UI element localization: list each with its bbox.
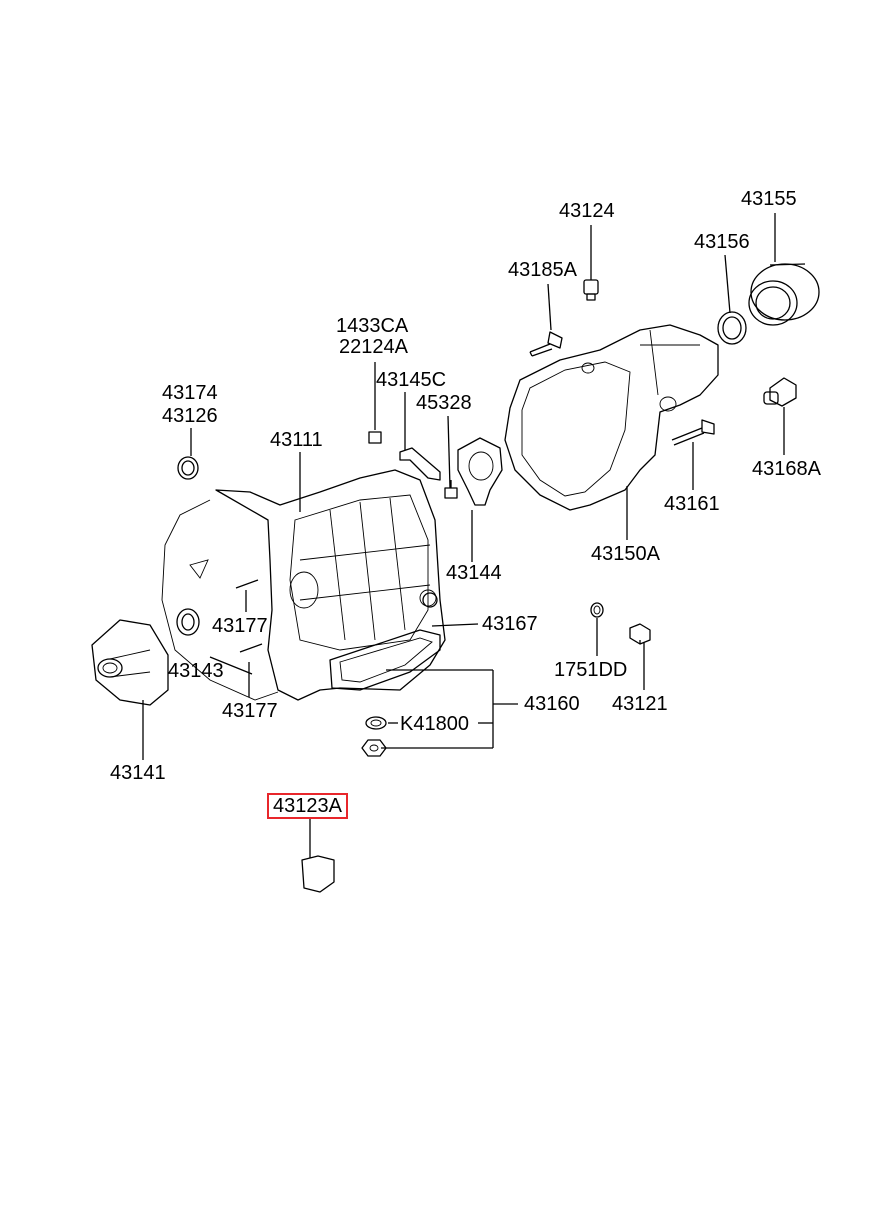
part-43124-plug	[583, 279, 599, 301]
label-43185A: 43185A	[508, 259, 577, 281]
part-43123A-clip	[301, 855, 335, 893]
part-43143-seal	[176, 608, 200, 636]
label-43174: 43174	[162, 382, 218, 404]
part-43156-ring	[717, 311, 747, 345]
part-43141-retainer	[91, 619, 169, 706]
label-43177-upper: 43177	[212, 615, 268, 637]
label-43168A: 43168A	[752, 458, 821, 480]
label-1751DD: 1751DD	[554, 659, 628, 681]
label-43121: 43121	[612, 693, 668, 715]
label-45328: 45328	[416, 392, 472, 414]
label-22124A: 22124A	[339, 336, 408, 358]
part-45328-bolt	[444, 480, 458, 499]
label-43167: 43167	[482, 613, 538, 635]
part-43121-bolt	[629, 623, 651, 645]
part-1751DD-washer	[590, 602, 604, 618]
part-43185A-bolt	[529, 331, 563, 357]
part-43167-plug	[422, 592, 438, 608]
part-43177-pin-lower	[239, 643, 263, 653]
label-43124: 43124	[559, 200, 615, 222]
part-43174-seal	[177, 456, 199, 480]
part-43168A-plug	[763, 377, 797, 407]
label-1433CA: 1433CA	[336, 315, 409, 337]
label-43150A: 43150A	[591, 543, 660, 565]
part-43161-bolt	[671, 419, 715, 446]
label-43111: 43111	[270, 429, 323, 451]
part-43155-cover	[748, 263, 820, 326]
part-43111-transmission-case	[161, 469, 446, 701]
part-43144-gasket	[457, 437, 503, 506]
label-43145C: 43145C	[376, 369, 447, 391]
label-43156: 43156	[694, 231, 750, 253]
label-43141: 43141	[110, 762, 166, 784]
part-43177-pin-upper	[235, 579, 259, 589]
part-43150A-extension-housing	[504, 324, 719, 511]
label-43161: 43161	[664, 493, 720, 515]
part-43145C-bracket	[399, 447, 441, 481]
part-43160-oil-pan	[329, 629, 441, 691]
leader-lines	[142, 213, 785, 858]
label-43123A-highlighted[interactable]: 43123A	[267, 793, 348, 819]
part-1433CA-block	[368, 431, 382, 444]
label-43126: 43126	[162, 405, 218, 427]
part-K41800-washer	[365, 716, 387, 730]
label-K41800: K41800	[400, 713, 469, 735]
label-43155: 43155	[741, 188, 797, 210]
label-43177-lower: 43177	[222, 700, 278, 722]
part-43160-nut	[361, 739, 387, 757]
label-43160: 43160	[524, 693, 580, 715]
label-43144: 43144	[446, 562, 502, 584]
label-43143: 43143	[168, 660, 224, 682]
